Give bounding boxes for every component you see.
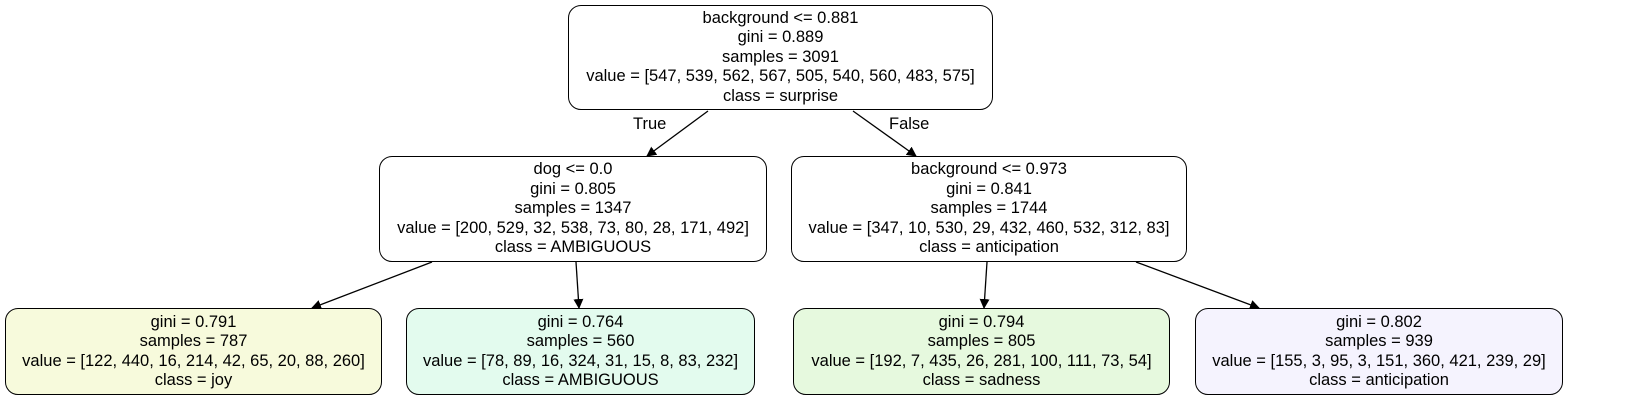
tree-leaf-ambiguous: gini = 0.764 samples = 560 value = [78, …	[406, 308, 755, 395]
edge-root-to-right	[852, 110, 917, 157]
node-value: value = [155, 3, 95, 3, 151, 360, 421, 2…	[1212, 351, 1546, 370]
node-condition: background <= 0.881	[702, 8, 859, 27]
edge-left-to-left-right	[573, 261, 584, 309]
node-samples: samples = 3091	[722, 47, 839, 66]
node-value: value = [122, 440, 16, 214, 42, 65, 20, …	[22, 351, 365, 370]
node-class: class = anticipation	[919, 238, 1059, 257]
tree-leaf-joy: gini = 0.791 samples = 787 value = [122,…	[5, 308, 382, 395]
node-gini: gini = 0.841	[946, 179, 1032, 198]
node-class: class = sadness	[922, 371, 1041, 389]
node-condition: background <= 0.973	[911, 160, 1067, 179]
node-samples: samples = 805	[927, 332, 1036, 350]
tree-node-right: background <= 0.973 gini = 0.841 samples…	[791, 156, 1187, 262]
node-class: class = AMBIGUOUS	[494, 238, 652, 257]
edge-right-to-right-left	[979, 261, 990, 309]
node-gini: gini = 0.805	[530, 179, 616, 198]
edge-label-false: False	[889, 115, 930, 133]
edge-left-to-left-left	[311, 261, 433, 310]
node-gini: gini = 0.794	[938, 312, 1025, 331]
node-gini: gini = 0.791	[150, 312, 237, 331]
tree-node-root: background <= 0.881 gini = 0.889 samples…	[568, 5, 993, 110]
node-value: value = [192, 7, 435, 26, 281, 100, 111,…	[811, 351, 1152, 370]
edge-label-true: True	[633, 115, 667, 133]
tree-leaf-sadness: gini = 0.794 samples = 805 value = [192,…	[793, 308, 1170, 395]
node-gini: gini = 0.764	[537, 312, 624, 331]
node-samples: samples = 560	[526, 332, 635, 350]
tree-node-left: dog <= 0.0 gini = 0.805 samples = 1347 v…	[379, 156, 767, 262]
node-class: class = surprise	[722, 86, 839, 105]
node-gini: gini = 0.889	[737, 28, 824, 47]
node-class: class = anticipation	[1309, 371, 1449, 389]
node-value: value = [347, 10, 530, 29, 432, 460, 532…	[808, 218, 1170, 237]
node-class: class = AMBIGUOUS	[502, 371, 659, 389]
node-samples: samples = 1744	[930, 199, 1048, 218]
node-value: value = [78, 89, 16, 324, 31, 15, 8, 83,…	[422, 351, 739, 370]
node-samples: samples = 1347	[514, 199, 632, 218]
node-gini: gini = 0.802	[1336, 312, 1422, 331]
edge-root-to-left	[646, 110, 709, 157]
node-class: class = joy	[154, 371, 233, 389]
node-value: value = [547, 539, 562, 567, 505, 540, 5…	[586, 67, 975, 86]
node-samples: samples = 939	[1325, 332, 1433, 350]
node-condition: dog <= 0.0	[533, 160, 613, 179]
node-samples: samples = 787	[139, 332, 248, 350]
edge-right-to-right-right	[1135, 261, 1260, 310]
tree-leaf-anticipation: gini = 0.802 samples = 939 value = [155,…	[1195, 308, 1563, 395]
node-value: value = [200, 529, 32, 538, 73, 80, 28, …	[397, 218, 749, 237]
